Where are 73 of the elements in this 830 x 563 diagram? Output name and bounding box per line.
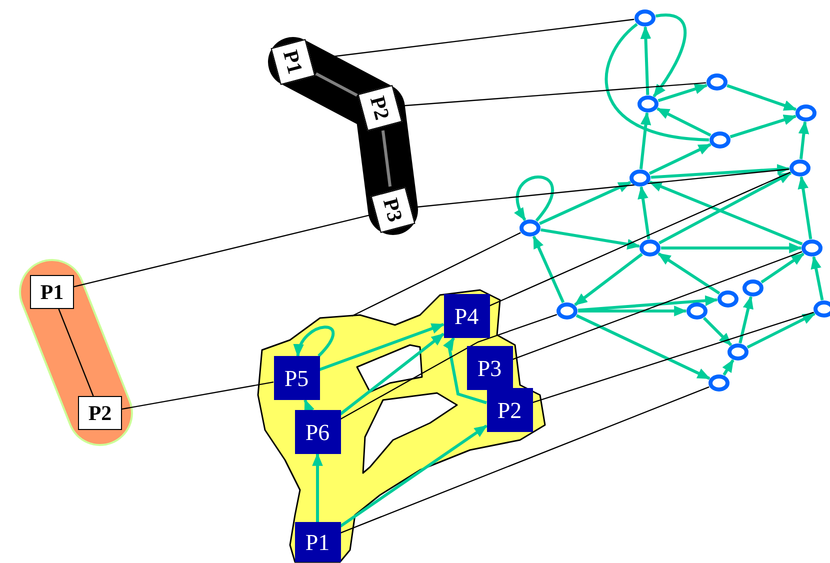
connector-line [340,314,558,420]
arrow [312,452,323,522]
arrow [294,326,335,358]
arrow [578,295,718,312]
partition-box: P4 [444,294,490,338]
arrow [340,424,488,528]
connector-line [74,214,370,288]
ring-node [686,302,708,320]
ring-node [795,104,817,122]
arrow [798,120,810,160]
arrow [514,176,554,222]
partition-box: P2 [78,396,122,430]
ring-node [742,279,764,297]
arrow [652,14,686,98]
partition-box: P5 [274,356,320,400]
ring-node [519,219,541,237]
arrow [810,256,824,300]
arrow [730,114,797,138]
arrow [578,306,688,316]
arrow [658,252,720,295]
ring-node [639,239,661,257]
arrow [318,322,445,372]
arrow [539,181,632,225]
partition-box: P3 [466,346,512,390]
partition-box: P2 [486,388,532,432]
arrow [658,84,708,102]
ring-node [708,374,730,392]
arrow [638,186,650,240]
ring-node [556,302,578,320]
connector-line [340,386,710,534]
ring-node [813,300,830,318]
arrow [798,176,812,240]
arrow [760,252,804,284]
connector-line [402,82,706,106]
arrow [576,314,710,380]
partition-box: P1 [294,522,340,562]
ring-node [717,290,739,308]
arrow [574,252,643,306]
arrow [340,332,444,416]
arrow [648,180,803,246]
ring-node [727,343,749,361]
arrow [639,112,652,170]
arrow [532,235,565,304]
arrow [661,242,802,254]
connector-line [352,232,521,317]
ring-node [706,73,728,91]
connector-line [381,130,392,187]
partition-box: P1 [30,275,74,309]
connector-line [489,172,791,306]
arrow [650,164,790,179]
connector-line [58,308,94,396]
ring-node [629,169,651,187]
arrow [738,296,754,344]
arrow [702,316,732,346]
arrow [442,337,487,404]
arrow [648,143,712,175]
connector-line [512,251,802,360]
ring-node [709,131,731,149]
arrow [640,26,652,96]
ring-node [789,159,811,177]
arrow [722,359,734,376]
arrow [746,312,816,349]
ring-node [634,9,656,27]
ring-node [637,95,659,113]
arrow [656,107,712,137]
partition-box: P6 [294,410,340,454]
arrow [540,228,640,250]
arrow [658,172,792,244]
ring-node [801,239,823,257]
connector-line [315,72,358,97]
connector-line [416,168,790,208]
connector-line [532,312,814,404]
arrow [726,84,797,111]
